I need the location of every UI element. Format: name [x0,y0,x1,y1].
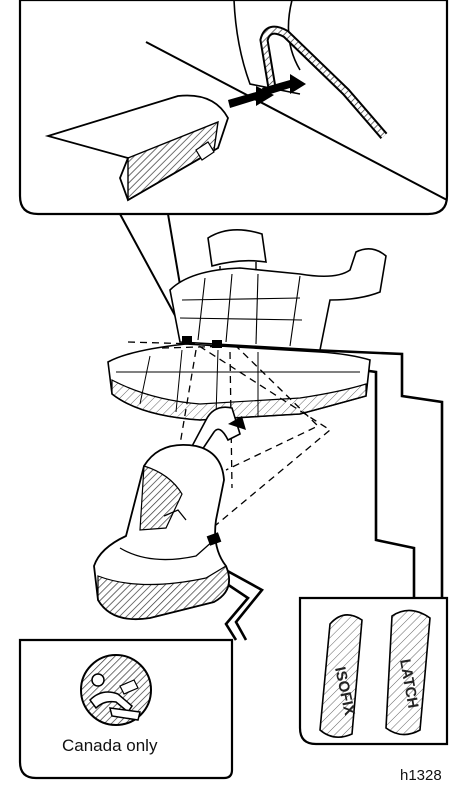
canada-only-caption: Canada only [62,736,212,756]
child-seat [94,445,229,619]
detail-box-canada [20,640,232,778]
rear-seat [108,230,386,420]
child-seat-anchor-icon [81,655,151,725]
detail-box-anchor-bar [20,0,447,214]
detail-box-tags: ISOFIX LATCH [300,598,447,744]
figure-code: h1328 [400,767,442,784]
